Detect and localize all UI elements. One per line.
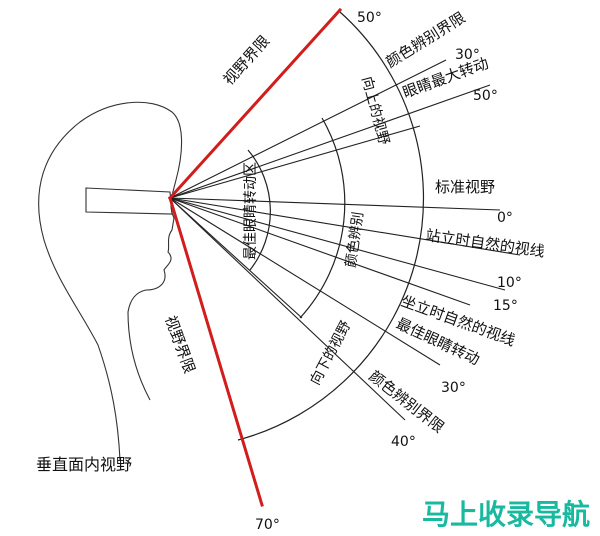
arc-inner bbox=[247, 149, 271, 271]
upper-limit-line bbox=[167, 7, 343, 201]
optimal-eye-rotation-angle: 30° bbox=[441, 380, 466, 396]
standing-line-label: 站立时自然的视线 bbox=[424, 226, 545, 261]
lower-color-limit-label: 颜色辨别界限 bbox=[366, 367, 448, 437]
color-zone-label: 颜色辨别 bbox=[342, 211, 367, 269]
ray-inner-down bbox=[169, 197, 303, 319]
standard-view-angle: 0° bbox=[497, 210, 513, 226]
ray-sit bbox=[169, 197, 471, 306]
ray-30-down bbox=[169, 197, 441, 366]
ray-40-down bbox=[169, 197, 406, 421]
sight-lines bbox=[169, 59, 521, 421]
diagram-title: 垂直面内视野 bbox=[36, 455, 132, 474]
upward-view-label: 向上的视野 bbox=[358, 75, 392, 147]
max-eye-rotation-angle: 50° bbox=[473, 88, 498, 104]
head-outline bbox=[38, 101, 183, 461]
lower-limit-line bbox=[168, 196, 264, 507]
upper-limit-angle: 50° bbox=[357, 10, 382, 26]
upper-color-limit-angle: 30° bbox=[455, 47, 480, 63]
eye-shade bbox=[85, 187, 173, 215]
ray-10-down bbox=[169, 197, 521, 256]
ray-50-up bbox=[169, 84, 491, 199]
zone-arcs bbox=[237, 11, 425, 441]
ray-30-up bbox=[169, 59, 447, 199]
watermark-text: 马上收录导航 bbox=[422, 498, 590, 531]
lower-limit-label: 视野界限 bbox=[161, 313, 198, 376]
lower-color-limit-angle: 40° bbox=[391, 434, 416, 450]
arc-outer bbox=[237, 11, 425, 441]
standing-line-angle: 10° bbox=[497, 275, 522, 291]
upper-limit-label: 视野界限 bbox=[220, 32, 274, 89]
ray-0 bbox=[169, 197, 501, 211]
optimal-eye-zone-label: 最佳眼睛转动区 bbox=[243, 162, 259, 260]
arc-middle bbox=[299, 117, 346, 319]
standard-view-label: 标准视野 bbox=[435, 178, 495, 196]
ray-20-up bbox=[169, 125, 421, 199]
ray-15-down bbox=[169, 197, 506, 291]
fifteen-angle: 15° bbox=[493, 298, 518, 314]
lower-limit-angle: 70° bbox=[255, 517, 280, 533]
